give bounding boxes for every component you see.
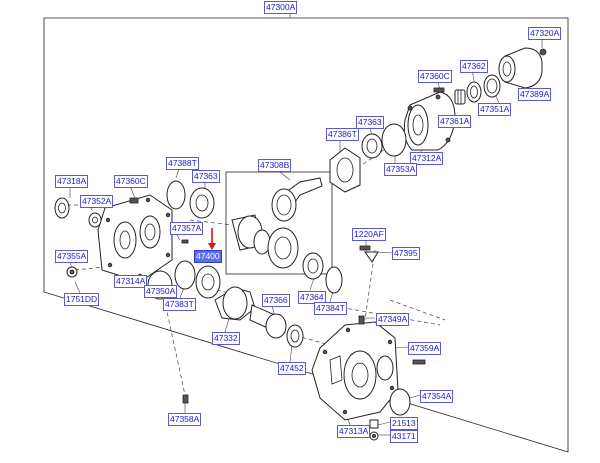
part-label-1751dd[interactable]: 1751DD	[64, 293, 100, 306]
part-label-47384t[interactable]: 47384T	[314, 302, 347, 315]
part-label-47395[interactable]: 47395	[392, 247, 420, 260]
part-label-47355a[interactable]: 47355A	[55, 250, 89, 263]
part-label-47313a[interactable]: 47313A	[337, 425, 371, 438]
part-label-47318a[interactable]: 47318A	[55, 175, 89, 188]
rear-housing	[403, 91, 456, 151]
part-label-47308b[interactable]: 47308B	[258, 159, 292, 172]
part-label-47452[interactable]: 47452	[278, 362, 306, 375]
front-cover	[97, 194, 173, 283]
part-label-47350a[interactable]: 47350A	[144, 285, 178, 298]
part-label-47360c-top[interactable]: 47360C	[418, 70, 452, 83]
gear-kit-box	[225, 171, 333, 275]
part-label-47353a[interactable]: 47353A	[384, 163, 418, 176]
seal-group-top	[433, 74, 501, 105]
case-small-parts	[182, 315, 426, 441]
part-label-47300a[interactable]: 47300A	[264, 1, 298, 14]
part-label-47400-highlighted[interactable]: 47400	[194, 250, 222, 263]
part-label-47332[interactable]: 47332	[212, 332, 240, 345]
left-seals	[54, 197, 189, 278]
part-label-47389a[interactable]: 47389A	[518, 88, 552, 101]
part-label-47364[interactable]: 47364	[298, 291, 326, 304]
part-label-47366[interactable]: 47366	[262, 294, 290, 307]
assembly-frame	[43, 17, 569, 453]
part-label-1220af[interactable]: 1220AF	[352, 228, 386, 241]
part-label-47354a[interactable]: 47354A	[420, 390, 454, 403]
mid-bearings	[302, 245, 379, 294]
part-label-47320a[interactable]: 47320A	[528, 27, 562, 40]
part-label-47386t[interactable]: 47386T	[326, 128, 359, 141]
main-case	[311, 321, 399, 421]
part-label-47363-top[interactable]: 47363	[356, 116, 384, 129]
part-label-47351a[interactable]: 47351A	[478, 103, 512, 116]
part-label-21513[interactable]: 21513	[390, 417, 418, 430]
part-label-47362[interactable]: 47362	[460, 60, 488, 73]
part-label-47361a[interactable]: 47361A	[438, 115, 472, 128]
part-label-47358a[interactable]: 47358A	[168, 413, 202, 426]
part-label-43171[interactable]: 43171	[390, 430, 418, 443]
part-label-47312a[interactable]: 47312A	[410, 152, 444, 165]
part-label-47314a[interactable]: 47314A	[114, 275, 148, 288]
gear-kit-parts	[231, 177, 323, 269]
part-label-47363-mid[interactable]: 47363	[192, 170, 220, 183]
part-label-47360c-left[interactable]: 47360C	[114, 175, 148, 188]
part-label-47357a[interactable]: 47357A	[170, 222, 204, 235]
part-label-47388t[interactable]: 47388T	[166, 157, 199, 170]
part-label-47359a[interactable]: 47359A	[408, 342, 442, 355]
part-label-47352a[interactable]: 47352A	[80, 195, 114, 208]
part-label-47383t[interactable]: 47383T	[163, 298, 196, 311]
part-label-47349a[interactable]: 47349A	[376, 313, 410, 326]
highlight-pointer-arrow	[208, 228, 216, 250]
pinion-shaft	[214, 286, 304, 348]
companion-flange	[498, 47, 547, 89]
seal-group-mid	[329, 123, 407, 193]
